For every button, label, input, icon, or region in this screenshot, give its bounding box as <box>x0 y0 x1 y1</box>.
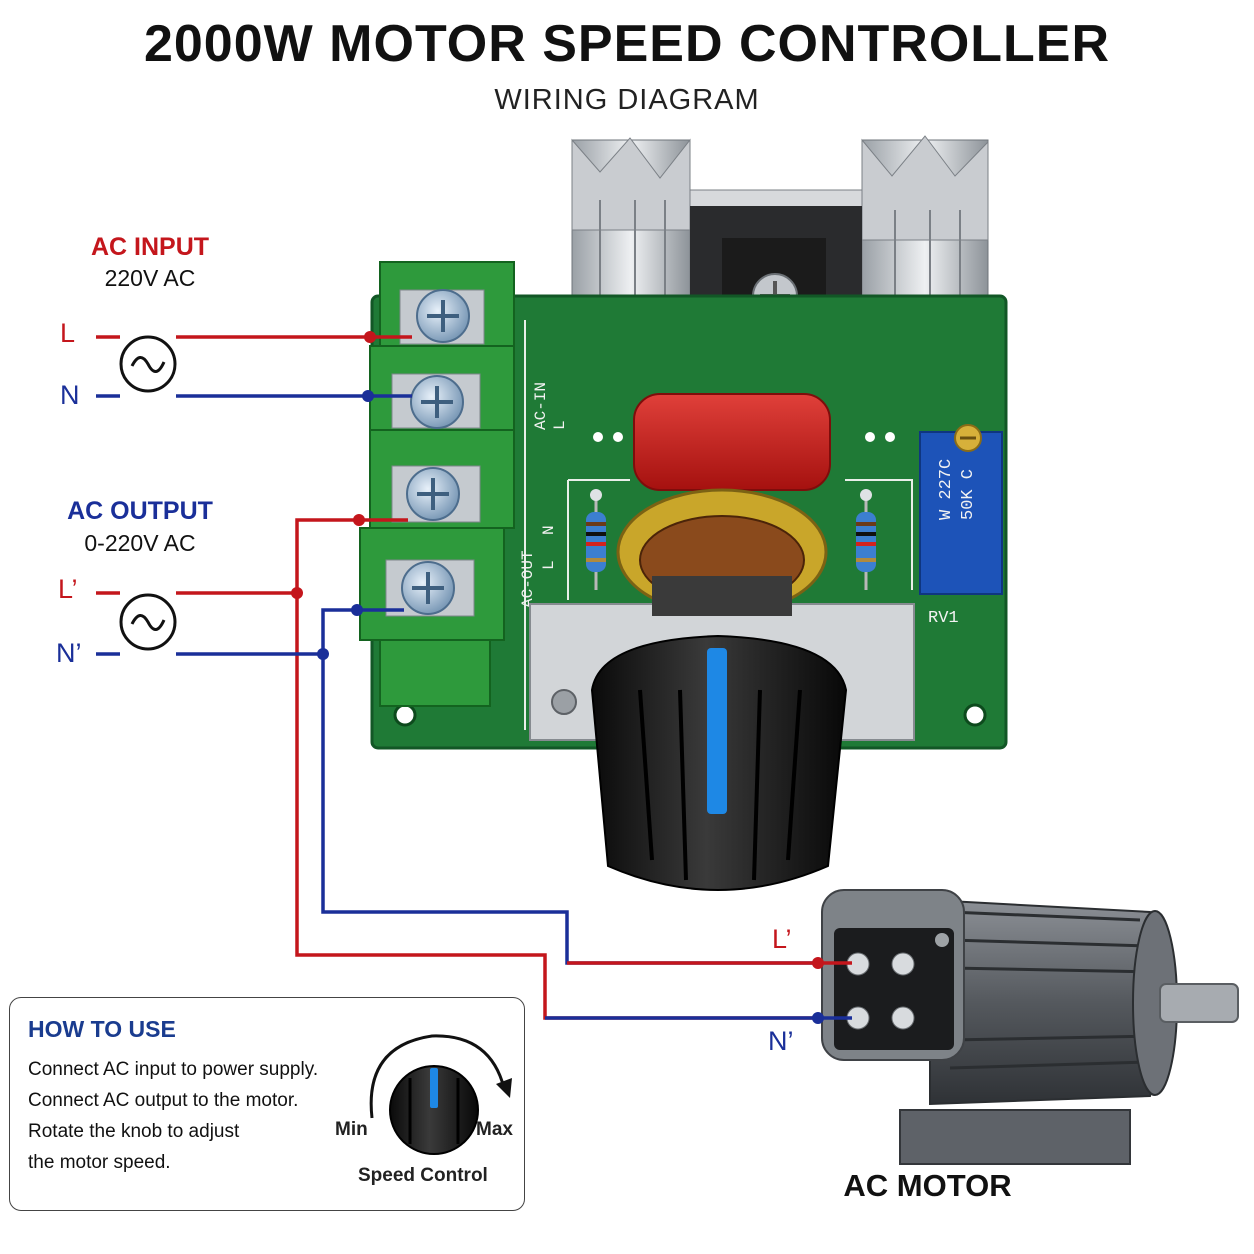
silk-ac-in-l: L <box>551 420 569 430</box>
trimmer-marking-1: W 227C <box>937 459 956 520</box>
motor-label: AC MOTOR <box>843 1168 1012 1203</box>
ac-output-load-symbol <box>119 593 177 651</box>
how-to-use-title: HOW TO USE <box>28 1016 176 1042</box>
input-neutral-label: N <box>60 380 80 410</box>
speed-control-illustration <box>369 1034 512 1155</box>
rotation-arrow-icon <box>369 1034 506 1119</box>
speed-control-caption: Speed Control <box>358 1165 488 1186</box>
ac-input-voltage: 220V AC <box>104 265 196 291</box>
output-neutral-label: N’ <box>56 638 82 668</box>
knob-indicator <box>707 648 727 814</box>
wire-junctions <box>291 331 824 1024</box>
how-to-step-2: Connect AC output to the motor. <box>28 1090 299 1111</box>
page-subtitle: WIRING DIAGRAM <box>494 84 760 116</box>
ac-input-heading: AC INPUT <box>90 233 210 261</box>
how-to-step-3: Rotate the knob to adjust <box>28 1121 240 1142</box>
how-to-step-1: Connect AC input to power supply. <box>28 1059 319 1080</box>
min-label: Min <box>335 1119 368 1140</box>
trimmer-marking-2: 50K C <box>959 469 978 520</box>
ac-motor <box>821 889 1239 1165</box>
trimmer-potentiometer: W 227C 50K C <box>919 424 1003 595</box>
ac-output-heading: AC OUTPUT <box>67 497 213 525</box>
motor-leads <box>545 961 852 1020</box>
speed-knob[interactable] <box>590 634 848 891</box>
input-line-label: L <box>60 318 76 348</box>
film-capacitor <box>633 393 831 491</box>
silk-ac-out: AC-OUT <box>519 550 537 608</box>
terminal-screw-2[interactable] <box>410 375 464 429</box>
motor-line-label: L’ <box>772 924 792 954</box>
resistor-left <box>586 489 606 590</box>
silk-ac-out-l: L <box>540 560 558 570</box>
resistor-right <box>856 489 876 590</box>
max-label: Max <box>476 1119 513 1140</box>
silk-ac-out-n: N <box>540 525 558 535</box>
page-title: 2000W MOTOR SPEED CONTROLLER <box>143 15 1111 73</box>
motor-terminal-box <box>834 928 954 1050</box>
motor-neutral-label: N’ <box>768 1026 794 1056</box>
terminal-screw-3[interactable] <box>406 467 460 521</box>
silk-ac-in: AC-IN <box>532 382 550 430</box>
terminal-block <box>359 261 515 707</box>
motor-shaft <box>1159 983 1239 1023</box>
terminal-screw-1[interactable] <box>416 289 470 343</box>
how-to-use-panel: HOW TO USE Connect AC input to power sup… <box>9 997 525 1211</box>
ac-input-source-symbol <box>119 335 177 393</box>
silk-rv1: RV1 <box>928 609 959 628</box>
terminal-screw-4[interactable] <box>401 561 455 615</box>
mini-knob-icon <box>389 1065 479 1155</box>
ac-output-voltage: 0-220V AC <box>84 530 196 556</box>
how-to-step-4: the motor speed. <box>28 1152 171 1173</box>
output-line-label: L’ <box>58 574 78 604</box>
